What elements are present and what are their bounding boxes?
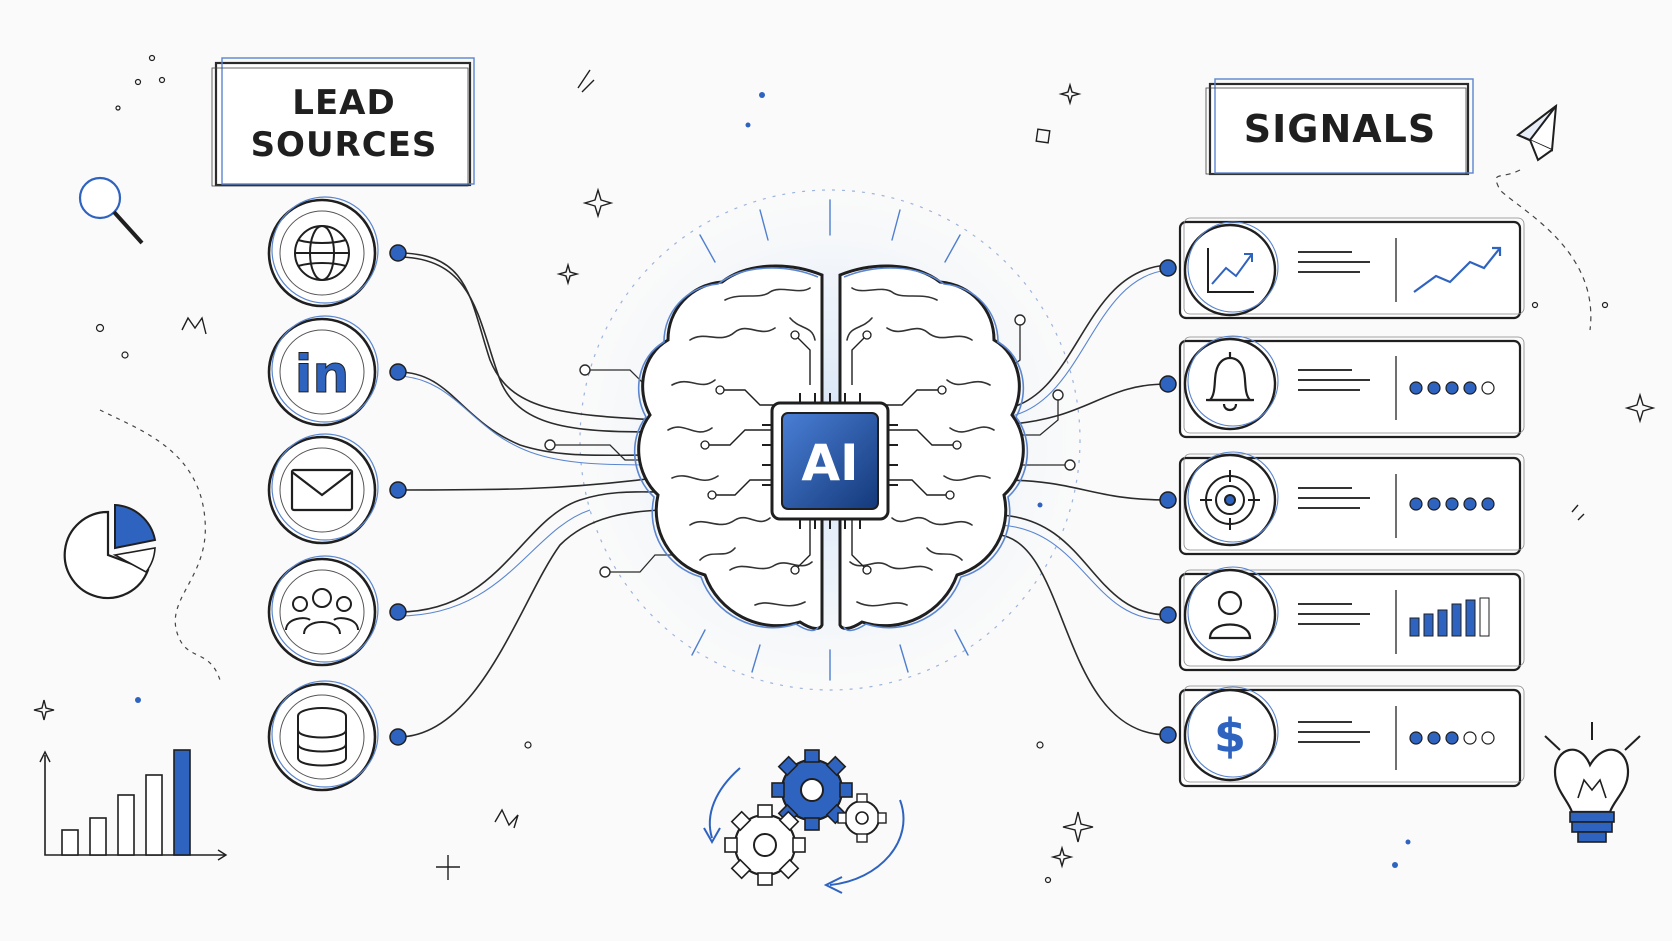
lead-sources-title-box: LEAD SOURCES: [211, 57, 475, 187]
ai-chip: AI: [762, 393, 898, 529]
signal-card-user: [1159, 566, 1525, 672]
source-linkedin: in: [267, 315, 407, 427]
source-community: [267, 555, 407, 667]
signal-card-target: [1159, 451, 1525, 556]
signals-title: SIGNALS: [1244, 107, 1437, 151]
signal-connectors: [999, 264, 1169, 736]
source-connectors: [397, 252, 663, 738]
dot-decorations: [135, 92, 1411, 868]
core-rays: [691, 199, 969, 681]
trending-chart-icon: [1207, 248, 1254, 293]
paper-plane-icon: [1495, 103, 1592, 331]
bell-icon: [1206, 352, 1254, 412]
envelope-icon: [290, 468, 354, 512]
magnifier-icon: [78, 176, 144, 245]
signal-connectors-blue: [999, 269, 1169, 621]
signal-card-alert-dots: [1409, 381, 1495, 395]
ai-chip-label: AI: [801, 434, 858, 492]
signals-title-box: SIGNALS: [1205, 78, 1474, 176]
globe-icon: [294, 225, 350, 281]
linkedin-icon: in: [295, 345, 350, 405]
dot-decorations-ink: [95, 54, 1609, 884]
brain-illustration: [633, 264, 1029, 632]
signal-card-user-bars: [1409, 597, 1490, 637]
user-icon: [1208, 590, 1252, 640]
signal-card-trend-line-indicator: [1413, 247, 1501, 293]
bar-chart-icon: [39, 749, 228, 861]
lightbulb-icon: [1544, 722, 1641, 843]
source-globe: [267, 196, 407, 308]
signal-card-alert: [1159, 335, 1525, 439]
source-connectors-blue: [397, 375, 661, 617]
signal-card-revenue-dots: [1409, 731, 1495, 745]
circuit-nodes: [544, 314, 1076, 578]
core-orbit-ring: [579, 189, 1081, 691]
signal-card-trend: [1159, 217, 1525, 320]
signal-card-revenue: $: [1159, 685, 1525, 788]
source-database: [267, 680, 407, 792]
lead-sources-title-line1: LEAD: [292, 83, 395, 123]
source-email: [267, 433, 407, 545]
gears-icon: [703, 749, 905, 894]
dollar-icon: $: [1214, 709, 1246, 763]
database-icon: [297, 707, 347, 767]
pie-chart-icon: [63, 503, 157, 600]
signal-card-target-dots: [1409, 497, 1495, 511]
signal-card-trend-lines: [1298, 251, 1370, 273]
target-icon: [1200, 470, 1260, 530]
sparkle-decorations: [33, 69, 1656, 880]
dashed-swirl-left: [99, 409, 221, 681]
people-group-icon: [285, 588, 359, 635]
lead-sources-title-line2: SOURCES: [251, 125, 438, 165]
